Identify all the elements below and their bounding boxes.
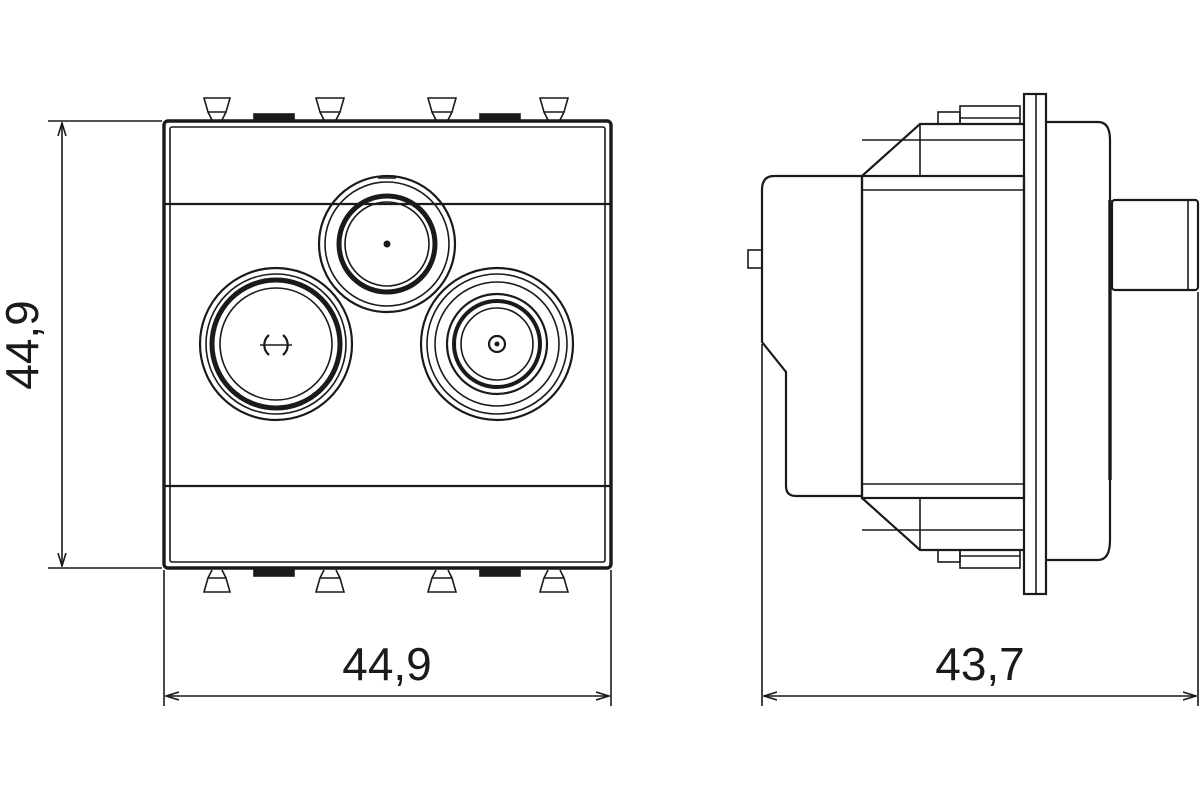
left-socket [198, 266, 354, 422]
front-view: 44,9 44,9 [0, 97, 613, 706]
faceplate-outline [162, 119, 613, 570]
height-dimension: 44,9 [0, 120, 162, 569]
width-label: 44,9 [342, 638, 432, 690]
depth-dimension: 43,7 [761, 292, 1199, 706]
rear-housing [760, 174, 862, 498]
depth-label: 43,7 [935, 638, 1025, 690]
width-dimension: 44,9 [163, 570, 612, 706]
front-cover [1046, 120, 1112, 562]
side-view: 43,7 [747, 92, 1200, 706]
top-socket [317, 174, 457, 314]
plug-block [1110, 198, 1200, 292]
right-socket [419, 266, 575, 422]
top-clips [202, 97, 570, 121]
bottom-clips [202, 569, 570, 593]
height-label: 44,9 [0, 300, 48, 390]
